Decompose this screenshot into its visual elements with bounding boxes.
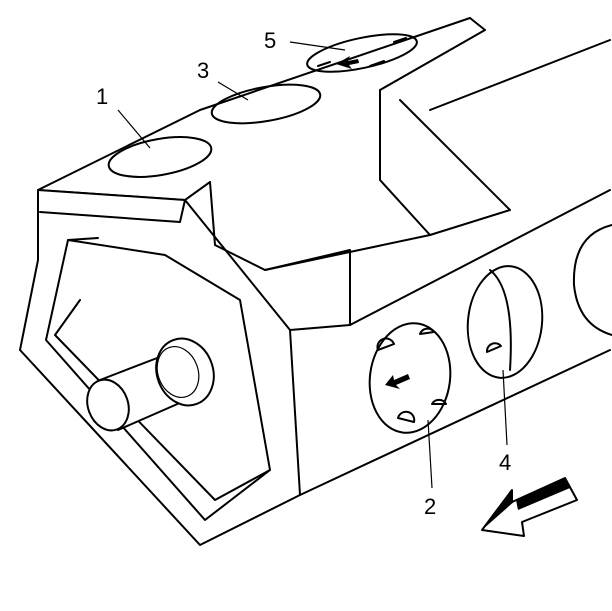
- cylinder-bore-1: [107, 136, 213, 178]
- cylinder-bore-5: [306, 33, 418, 73]
- oil-flow-arrow-icon-2: [385, 374, 410, 389]
- callout-5: 5: [264, 28, 277, 53]
- block-top-back-edge: [37, 17, 471, 191]
- valley-rails: [429, 39, 611, 111]
- side-bore-2: [368, 322, 452, 434]
- leader-5: [289, 41, 346, 51]
- cylinder-bore-3: [210, 83, 322, 125]
- oil-flow-arrow-icon: [336, 56, 359, 69]
- cam-bearing-collar: [155, 337, 215, 407]
- bore-2-ports: [376, 327, 447, 423]
- front-direction-arrow-shade: [482, 478, 570, 530]
- cam-bearing-inner: [156, 346, 200, 398]
- block-side-bottom-edge: [299, 349, 611, 496]
- side-bore-6-partial: [572, 224, 612, 336]
- cam-shaft-end: [86, 378, 130, 432]
- valley-floor: [264, 234, 431, 271]
- end-face-inner-recess-2: [45, 237, 271, 521]
- callout-1: 1: [96, 84, 109, 109]
- callout-2: 2: [424, 494, 437, 519]
- end-face-lip: [39, 199, 186, 223]
- leader-1: [117, 109, 151, 149]
- callout-3: 3: [197, 58, 210, 83]
- bore-4-port: [485, 342, 502, 353]
- leader-3: [217, 81, 249, 101]
- leader-4: [502, 369, 508, 446]
- side-bore-4: [466, 265, 544, 379]
- valley-wall: [379, 89, 511, 236]
- bore-5-ports: [317, 37, 407, 67]
- leader-2: [427, 419, 433, 489]
- block-top-right-edge: [379, 17, 486, 91]
- callout-4: 4: [499, 450, 512, 475]
- block-side-upper-edge: [349, 189, 611, 326]
- side-bore-4-inner: [489, 269, 512, 371]
